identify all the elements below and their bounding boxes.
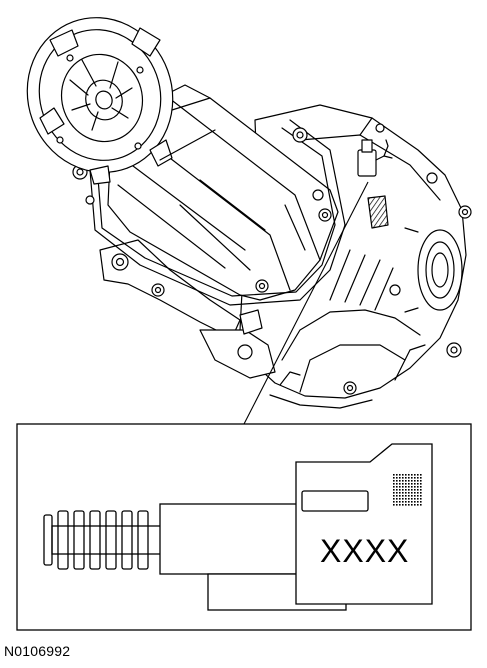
connector-housing [295, 443, 433, 605]
part-label: XXXX [320, 533, 409, 569]
connector-grip [392, 474, 422, 506]
housing-bolts [277, 123, 472, 395]
input-flange [26, 17, 216, 185]
output-flange [404, 227, 463, 313]
connector-body [159, 503, 299, 575]
mount-boss [367, 195, 389, 229]
detail-view: XXXX [16, 423, 472, 631]
rear-drive-unit-drawing [26, 17, 472, 409]
sensor-connector [357, 139, 393, 177]
connector-ribs [43, 510, 163, 570]
callout-leader-line [243, 181, 369, 425]
connector-slot [301, 490, 369, 512]
figure-reference-code: N0106992 [4, 643, 71, 659]
